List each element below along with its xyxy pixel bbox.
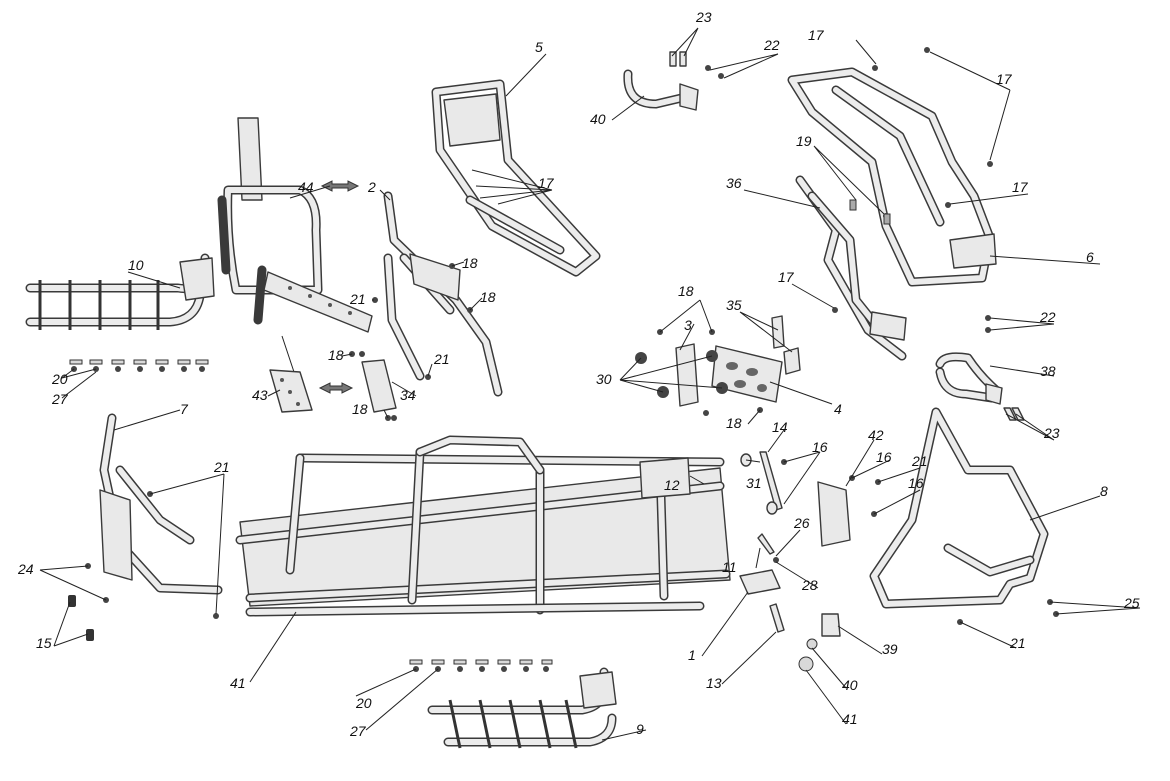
part-39-knob [821, 613, 841, 637]
label-23: 23 [1043, 425, 1060, 441]
part-labels: 5 17 22 23 40 17 17 17 6 19 36 17 22 38 … [17, 9, 1140, 739]
part-1-receiver [739, 569, 781, 595]
label-18: 18 [328, 347, 344, 363]
part-34-front-support [795, 175, 907, 361]
label-13: 13 [706, 675, 722, 691]
label-19: 19 [796, 133, 812, 149]
label-26: 26 [793, 515, 810, 531]
part-8-front-lower-bumper [869, 407, 1049, 609]
label-17: 17 [538, 175, 555, 191]
label-7: 7 [180, 401, 189, 417]
part-3-plate [675, 343, 699, 407]
part-6-front-bumper [787, 67, 997, 287]
label-10: 10 [128, 257, 144, 273]
label-11: 11 [722, 559, 737, 575]
label-32: 34 [400, 387, 416, 403]
label-33: 35 [726, 297, 742, 313]
label-12: 12 [664, 477, 680, 493]
label-18: 18 [480, 289, 496, 305]
label-14: 14 [772, 419, 788, 435]
part-30-nuts [635, 350, 728, 398]
label-43: 43 [252, 387, 268, 403]
part-7-rear-lower-bumper [99, 413, 223, 595]
label-20: 20 [51, 371, 68, 387]
label-6: 6 [1086, 249, 1094, 265]
label-27: 27 [51, 391, 69, 407]
leader-lines [39, 27, 1141, 741]
label-17: 17 [778, 269, 795, 285]
part-31-bushing [740, 453, 778, 515]
label-27: 27 [349, 723, 367, 739]
part-2-seat-bracket [383, 191, 503, 397]
label-2: 2 [367, 179, 376, 195]
part-10-footrest-left [25, 253, 215, 330]
double-arrow-icon [320, 180, 360, 192]
part-15-spacers [68, 595, 94, 641]
part-13-pin [769, 603, 785, 633]
double-arrow-icon [318, 382, 354, 394]
label-28: 28 [801, 577, 818, 593]
label-39: 39 [882, 641, 898, 657]
fasteners [68, 47, 1059, 672]
label-35: 38 [1040, 363, 1056, 379]
label-17: 17 [808, 27, 825, 43]
part-5-rear-bumper [431, 79, 601, 277]
label-16: 16 [908, 475, 924, 491]
label-17: 17 [1012, 179, 1029, 195]
label-24: 24 [17, 561, 34, 577]
part-12-side-plate [639, 457, 691, 499]
label-4: 4 [834, 401, 842, 417]
label-9: 9 [636, 721, 644, 737]
part-26-pin [757, 533, 775, 555]
part-36-hook [623, 69, 699, 111]
label-31: 31 [746, 475, 762, 491]
label-22: 22 [763, 37, 780, 53]
label-15: 15 [36, 635, 52, 651]
label-5: 5 [535, 39, 543, 55]
part-9-footrest-bottom [427, 667, 617, 749]
part-40-washer [806, 638, 818, 650]
label-16: 16 [812, 439, 828, 455]
label-22: 22 [1039, 309, 1056, 325]
label-21: 21 [213, 459, 230, 475]
label-8: 8 [1100, 483, 1108, 499]
label-25: 25 [1123, 595, 1140, 611]
label-44: 44 [298, 179, 314, 195]
label-18: 18 [462, 255, 478, 271]
label-16: 16 [876, 449, 892, 465]
part-4-plate [711, 345, 783, 403]
part-44-seat-frame [217, 117, 373, 333]
label-3: 3 [684, 317, 692, 333]
label-40: 40 [842, 677, 858, 693]
label-17: 17 [996, 71, 1013, 87]
label-41: 41 [842, 711, 858, 727]
label-1: 1 [688, 647, 696, 663]
label-18: 18 [352, 401, 368, 417]
part-43-bracket [269, 335, 313, 413]
part-19-spacers [849, 199, 891, 225]
label-21: 21 [433, 351, 450, 367]
label-20: 20 [355, 695, 372, 711]
part-42-bracket [817, 481, 851, 547]
label-30: 30 [596, 371, 612, 387]
label-18: 18 [678, 283, 694, 299]
label-34: 36 [726, 175, 742, 191]
label-21: 21 [1009, 635, 1026, 651]
part-14-rod [759, 451, 783, 511]
label-38: 41 [230, 675, 246, 691]
part-35-hook [935, 352, 1003, 405]
label-42: 42 [868, 427, 884, 443]
label-36: 40 [590, 111, 606, 127]
part-32-bracket [361, 359, 397, 413]
label-21: 21 [911, 453, 928, 469]
part-38-main-frame [235, 435, 731, 617]
label-18: 18 [726, 415, 742, 431]
label-23: 23 [695, 9, 712, 25]
part-41-nut [798, 656, 814, 672]
label-21: 21 [349, 291, 366, 307]
